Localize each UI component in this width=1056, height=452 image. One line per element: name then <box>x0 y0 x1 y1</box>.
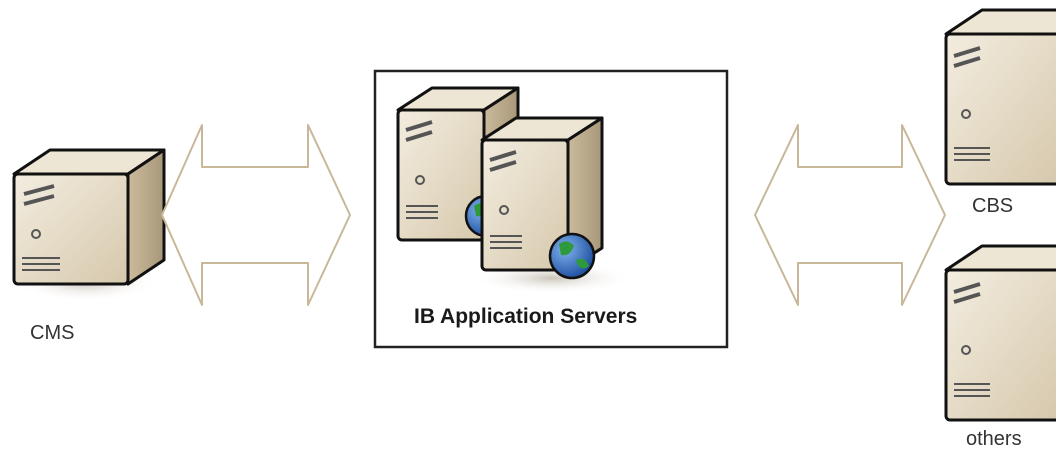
cbs-label: CBS <box>972 195 1014 217</box>
app-servers-label: IB Application Servers <box>414 305 638 328</box>
left-double-arrow-icon <box>161 124 351 306</box>
app-server-front-icon <box>472 116 632 294</box>
right-double-arrow-icon <box>754 124 946 306</box>
cms-server-icon <box>12 148 166 302</box>
others-label: others <box>966 428 1022 450</box>
cbs-server-icon <box>944 8 1056 186</box>
others-server-icon <box>944 244 1056 422</box>
cms-label: CMS <box>30 322 75 344</box>
